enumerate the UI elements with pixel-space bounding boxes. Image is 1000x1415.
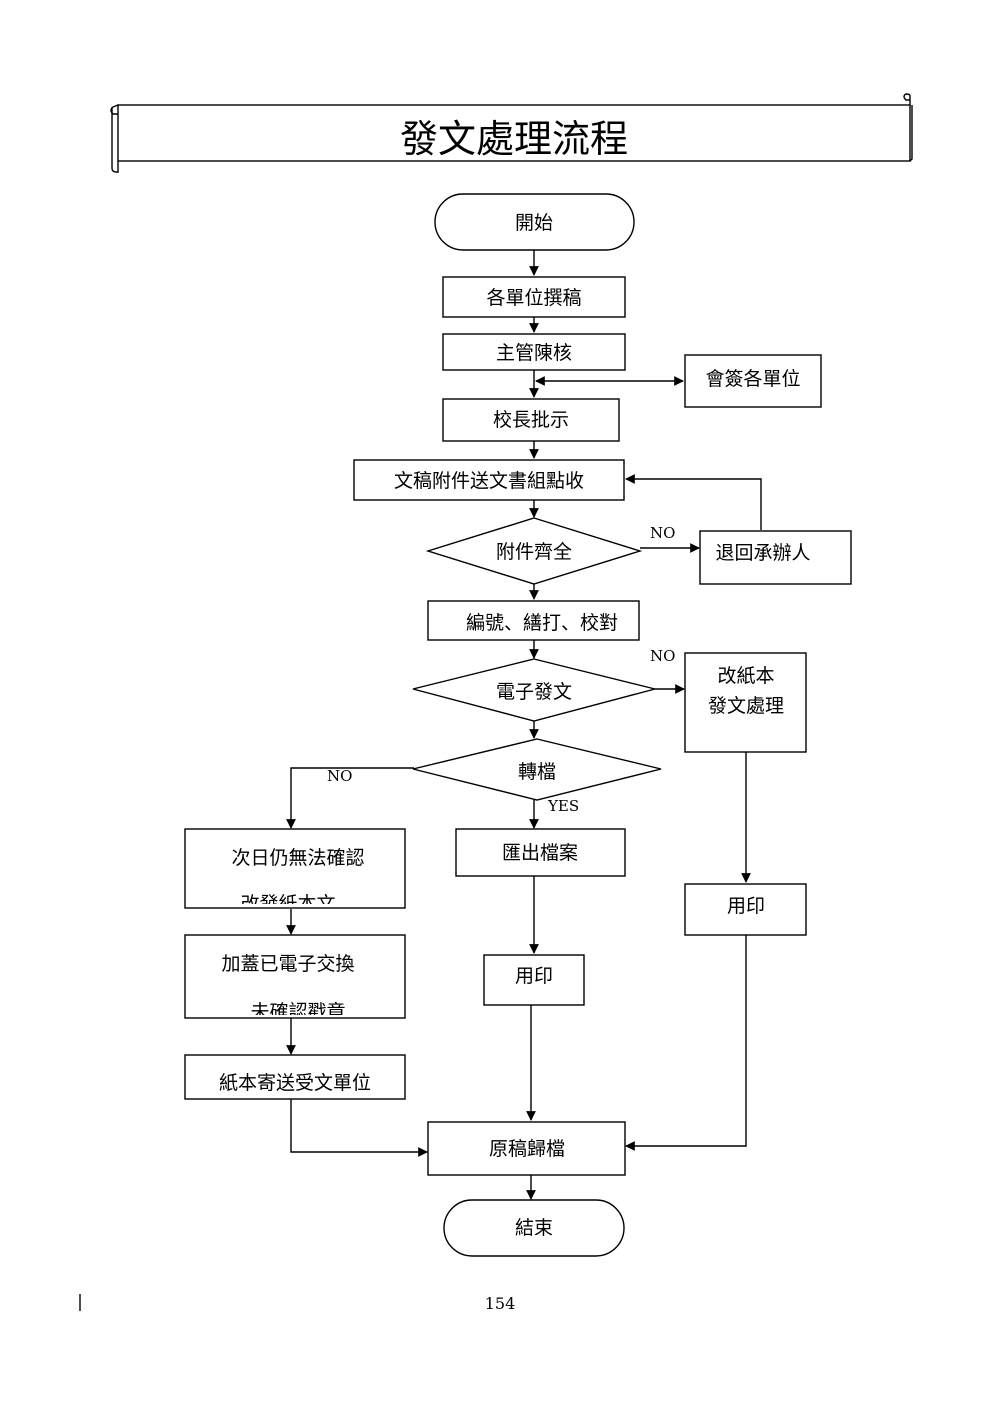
edge-label-no-attach: NO: [650, 524, 675, 542]
node-paper-label-1: 改紙本: [717, 665, 774, 687]
node-draft: 各單位撰稿: [442, 276, 626, 318]
node-stamp-label-clipped: 未確認戳章: [250, 1001, 345, 1023]
node-check-attach: 附件齊全: [425, 517, 643, 585]
node-number-label: 編號、繕打、校對: [466, 612, 618, 634]
node-end-label: 結束: [515, 1217, 553, 1239]
node-review-label: 主管陳核: [496, 342, 572, 364]
node-check-attach-label: 附件齊全: [496, 541, 572, 563]
node-archive: 原稿歸檔: [427, 1121, 626, 1176]
node-transfer-label: 轉檔: [518, 761, 556, 783]
node-paper-label-2: 發文處理: [708, 695, 784, 717]
node-seal-mid: 用印: [483, 954, 585, 1006]
title-banner: 發文處理流程: [110, 93, 913, 173]
node-nextday-label-clipped: 改發紙本文: [240, 893, 335, 915]
node-receive: 文稿附件送文書組點收: [353, 459, 625, 501]
node-approve: 校長批示: [442, 398, 620, 442]
node-export: 匯出檔案: [455, 828, 626, 877]
node-review: 主管陳核: [442, 333, 626, 371]
node-export-label: 匯出檔案: [502, 842, 578, 864]
node-mail: 紙本寄送受文單位: [184, 1054, 406, 1100]
node-archive-label: 原稿歸檔: [489, 1138, 565, 1160]
page-number: 154: [485, 1294, 516, 1313]
node-transfer: 轉檔: [412, 738, 662, 801]
node-return-label: 退回承辦人: [715, 542, 810, 564]
node-seal-mid-label: 用印: [515, 965, 553, 987]
node-stamp-label: 加蓋已電子交換: [221, 953, 354, 975]
node-seal-right-label: 用印: [727, 895, 765, 917]
node-receive-label: 文稿附件送文書組點收: [394, 470, 584, 492]
node-cosign: 會簽各單位: [684, 354, 822, 408]
node-return: 退回承辦人: [699, 530, 852, 585]
connectors: [286, 250, 762, 1200]
node-paper: 改紙本 發文處理: [684, 652, 807, 753]
node-mail-label: 紙本寄送受文單位: [219, 1072, 371, 1094]
node-nextday-label: 次日仍無法確認: [231, 847, 364, 869]
node-seal-right: 用印: [684, 883, 807, 936]
node-approve-label: 校長批示: [493, 409, 569, 431]
node-nextday: 次日仍無法確認 改發紙本文: [184, 828, 406, 915]
edge-label-no-transfer: NO: [327, 767, 352, 785]
node-edispatch: 電子發文: [412, 658, 656, 722]
node-number: 編號、繕打、校對: [427, 600, 640, 641]
node-stamp: 加蓋已電子交換 未確認戳章: [184, 934, 406, 1023]
node-cosign-label: 會簽各單位: [705, 368, 800, 390]
node-start-label: 開始: [515, 212, 553, 234]
edge-label-yes-transfer: YES: [547, 797, 579, 815]
node-end: 結束: [443, 1199, 625, 1257]
page-title: 發文處理流程: [400, 117, 628, 161]
node-draft-label: 各單位撰稿: [486, 287, 581, 309]
node-edispatch-label: 電子發文: [496, 681, 572, 703]
node-start: 開始: [434, 193, 635, 251]
edge-label-no-edispatch: NO: [650, 647, 675, 665]
